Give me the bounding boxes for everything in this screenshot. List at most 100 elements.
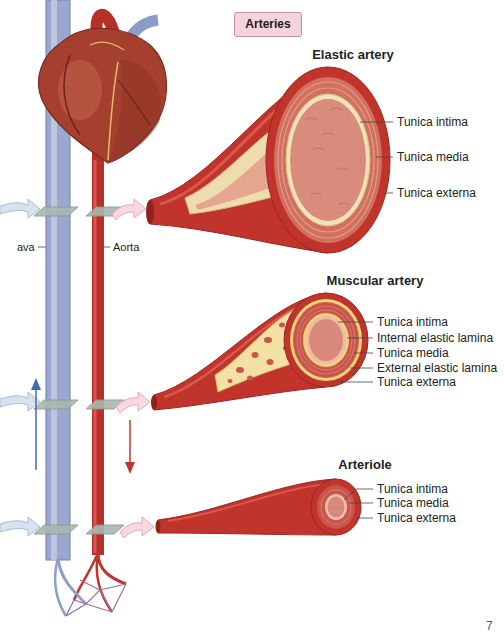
leader-line bbox=[376, 157, 393, 158]
page-number: 7 bbox=[486, 619, 493, 633]
aorta bbox=[94, 160, 97, 553]
layer-label: Tunica externa bbox=[397, 186, 476, 200]
muscular-artery bbox=[300, 310, 352, 370]
section-marker bbox=[34, 525, 78, 534]
section-title-text: Elastic artery bbox=[312, 47, 394, 63]
blood-flow-arrow bbox=[112, 199, 146, 220]
heart bbox=[64, 55, 80, 135]
muscular-artery bbox=[303, 313, 349, 367]
leader-line bbox=[344, 489, 373, 500]
elastic-artery bbox=[305, 108, 350, 205]
muscular-artery bbox=[297, 306, 355, 374]
heart bbox=[39, 20, 167, 163]
muscular-artery bbox=[264, 337, 272, 343]
muscular-artery bbox=[151, 293, 368, 410]
heart bbox=[108, 62, 118, 160]
arteriole bbox=[168, 484, 328, 521]
layer-label-text: Tunica externa bbox=[397, 186, 476, 200]
layer-label: Tunica externa bbox=[377, 511, 456, 525]
muscular-artery bbox=[309, 319, 343, 361]
blood-flow-arrow bbox=[35, 389, 37, 470]
layer-label-text: Internal elastic lamina bbox=[377, 331, 493, 345]
leader-line bbox=[360, 122, 393, 123]
blood-flow-arrow bbox=[116, 392, 150, 413]
elastic-artery bbox=[278, 82, 378, 238]
layer-label: Tunica media bbox=[377, 496, 449, 510]
arteriole bbox=[311, 479, 361, 535]
layer-label-text: Tunica intima bbox=[377, 482, 448, 496]
muscular-artery bbox=[306, 316, 346, 364]
vessel-label: ava bbox=[17, 241, 35, 254]
section-marker bbox=[34, 400, 78, 409]
heart bbox=[118, 80, 150, 125]
layer-label: Tunica media bbox=[377, 346, 449, 360]
muscular-artery bbox=[284, 293, 368, 387]
capillary-bed bbox=[97, 553, 112, 612]
elastic-artery bbox=[286, 94, 370, 226]
heart bbox=[90, 42, 124, 50]
leader-line bbox=[350, 368, 373, 369]
muscular-artery bbox=[279, 323, 285, 328]
leader-line bbox=[354, 353, 373, 354]
leader-line bbox=[340, 382, 373, 383]
section-marker bbox=[86, 525, 124, 534]
blood-flow-arrow bbox=[120, 517, 154, 538]
section-marker bbox=[34, 207, 124, 534]
muscular-artery bbox=[267, 359, 274, 365]
leader-line bbox=[104, 247, 110, 248]
leader-line bbox=[356, 518, 373, 519]
section-title-text: Arteriole bbox=[338, 457, 391, 473]
section-title-text: Muscular artery bbox=[327, 273, 424, 289]
layer-label: Tunica intima bbox=[377, 482, 448, 496]
heart bbox=[108, 60, 161, 163]
vessel-label: Aorta bbox=[113, 241, 139, 254]
muscular-artery bbox=[151, 395, 157, 410]
capillary-bed bbox=[55, 558, 66, 616]
capillary-bed bbox=[55, 553, 126, 616]
elastic-artery bbox=[274, 77, 382, 243]
leader-line bbox=[350, 503, 373, 504]
layer-label: Tunica intima bbox=[397, 115, 468, 129]
vessel-label-text: Aorta bbox=[113, 241, 139, 254]
capillary-bed bbox=[98, 553, 126, 584]
layer-label: Tunica externa bbox=[377, 375, 456, 389]
elastic-artery bbox=[282, 88, 374, 232]
arteriole bbox=[158, 479, 336, 535]
elastic-artery bbox=[290, 99, 366, 221]
box-text: Arteries bbox=[245, 17, 291, 32]
layer-label-text: Tunica intima bbox=[397, 115, 468, 129]
layer-label-text: Tunica media bbox=[397, 150, 469, 164]
layer-label-text: Tunica intima bbox=[377, 315, 448, 329]
section-title: Muscular artery bbox=[327, 273, 424, 289]
blood-flow-arrow bbox=[31, 378, 41, 390]
layer-label-text: Tunica media bbox=[377, 496, 449, 510]
layer-label-text: Tunica externa bbox=[377, 511, 456, 525]
leader-line bbox=[384, 193, 393, 194]
section-title: Arteriole bbox=[338, 457, 391, 473]
layer-label: Tunica intima bbox=[377, 315, 448, 329]
layer-label-text: Tunica media bbox=[377, 346, 449, 360]
vessel-label-text: ava bbox=[17, 241, 35, 254]
section-marker bbox=[34, 207, 78, 216]
muscular-artery bbox=[247, 376, 253, 381]
arteriole bbox=[328, 497, 345, 518]
arteriole bbox=[156, 520, 161, 533]
section-title: Elastic artery bbox=[312, 47, 394, 63]
blood-flow-arrow bbox=[0, 517, 40, 536]
arteriole bbox=[317, 485, 355, 529]
muscular-artery bbox=[252, 352, 259, 358]
blood-flow-arrow bbox=[0, 199, 154, 538]
leader-line bbox=[347, 338, 373, 339]
layer-label-text: Tunica externa bbox=[377, 375, 456, 389]
muscular-artery bbox=[293, 302, 359, 378]
blood-flow-arrow bbox=[0, 392, 40, 411]
blood-flow-arrow bbox=[129, 420, 131, 463]
leader-line bbox=[38, 122, 393, 518]
capillary-bed bbox=[66, 580, 126, 616]
muscular-artery bbox=[290, 299, 362, 381]
layer-label: Internal elastic lamina bbox=[377, 331, 493, 345]
elastic-artery bbox=[146, 67, 390, 253]
blood-flow-arrow bbox=[0, 199, 40, 218]
